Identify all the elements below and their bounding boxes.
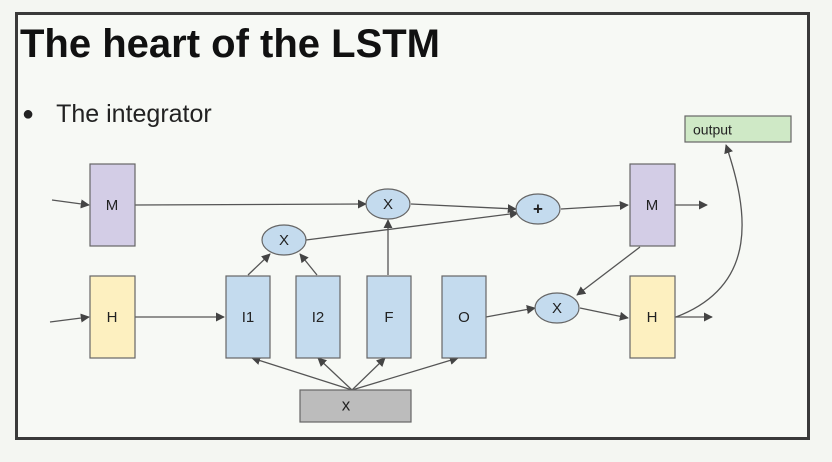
edge-m-out-to-mult-right	[576, 246, 641, 296]
node-h-out	[629, 275, 676, 359]
node-o	[441, 275, 487, 359]
label-h-out: H	[647, 309, 658, 326]
label-m-out: M	[646, 197, 659, 214]
label-f: F	[384, 309, 393, 326]
bullet-item: ● The integrator	[22, 100, 212, 129]
edge-i1-to-mult-left	[247, 253, 271, 276]
node-mult-right	[534, 292, 580, 324]
node-f	[366, 275, 412, 359]
label-m-in: M	[106, 197, 119, 214]
label-output: output	[693, 122, 732, 138]
label-input: x	[342, 395, 351, 414]
node-mult-left	[261, 224, 307, 256]
bullet-text: The integrator	[56, 100, 212, 128]
edge-i2-to-mult-left	[299, 253, 318, 276]
edge-mult-left-to-plus	[305, 209, 519, 241]
edge-mult-right-to-h-out	[579, 307, 629, 321]
node-m-in	[89, 163, 136, 247]
edge-x-to-i2	[317, 357, 353, 391]
node-plus	[515, 193, 561, 225]
edge-plus-to-m-out	[560, 200, 629, 211]
node-mult-top	[365, 188, 411, 220]
label-plus: +	[533, 199, 543, 218]
label-i2: I2	[312, 309, 325, 326]
edge-m-to-mult-top	[134, 199, 367, 209]
node-i2	[295, 275, 341, 359]
edge-mult-top-to-plus	[410, 203, 517, 214]
label-h-in: H	[107, 309, 118, 326]
slide-title: The heart of the LSTM	[20, 22, 440, 66]
node-i1	[225, 275, 271, 359]
edge-o-to-mult-right	[485, 305, 536, 318]
label-o: O	[458, 309, 470, 326]
edge-h-in	[49, 313, 90, 323]
label-mult-right: X	[552, 300, 562, 317]
edge-x-to-i1	[251, 356, 353, 391]
edge-h-out-to-output	[675, 144, 743, 318]
node-output	[684, 115, 792, 143]
node-m-out	[629, 163, 676, 247]
node-input	[299, 389, 412, 423]
edge-x-to-f	[351, 357, 386, 391]
diagram-edges	[49, 144, 743, 391]
label-i1: I1	[242, 309, 255, 326]
label-mult-left: X	[279, 232, 289, 249]
label-mult-top: X	[383, 196, 393, 213]
edge-x-to-o	[351, 356, 459, 391]
node-h-in	[89, 275, 136, 359]
edge-m-in	[51, 199, 90, 209]
bullet-dot-icon: ●	[22, 103, 35, 125]
